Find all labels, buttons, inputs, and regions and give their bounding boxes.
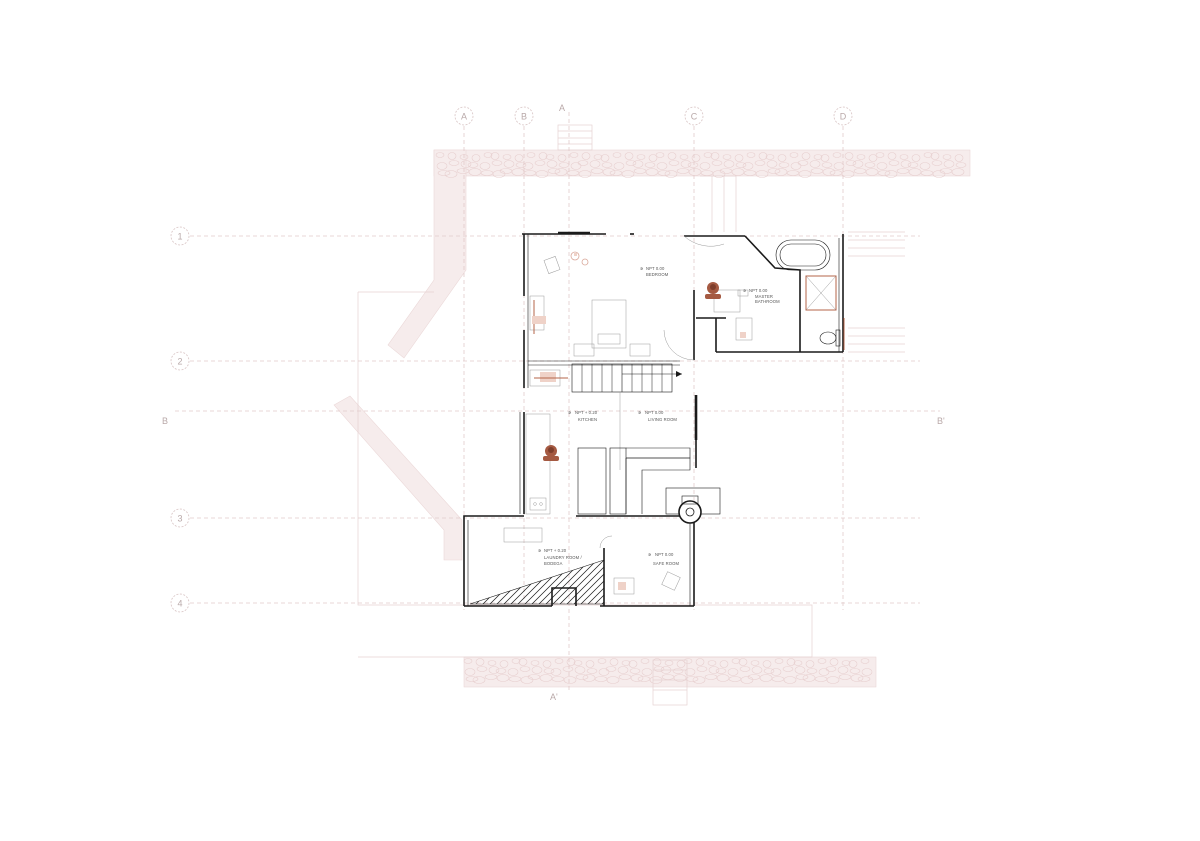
stone-walls: [333, 149, 971, 688]
site-outlines: [357, 124, 905, 706]
grid-bubbles: A B C D 1 2 3 4 A A' B B': [162, 103, 945, 702]
section-mark-a-top: A: [559, 103, 565, 113]
kitchen-counter: [525, 413, 551, 515]
living-level: NPT 0.00: [645, 410, 664, 415]
stove-icon: [678, 500, 702, 524]
living-name: LIVING ROOM: [648, 417, 677, 422]
grid-col-a: A: [461, 112, 467, 122]
grid-col-c: C: [691, 112, 698, 122]
grid-col-b: B: [521, 112, 527, 122]
level-marker-icon: ✲: [640, 266, 644, 271]
bathroom-name-1: MASTER: [755, 294, 773, 299]
level-marker-icon: ✲: [743, 288, 747, 293]
level-marker-icon: ✲: [568, 410, 572, 415]
bedroom-furniture: [529, 235, 749, 549]
grid-col-d: D: [840, 112, 847, 122]
grid-row-1: 1: [177, 232, 182, 242]
level-marker-icon: ✲: [638, 410, 642, 415]
building-walls: [463, 231, 844, 607]
level-marker-icon: ✲: [538, 548, 542, 553]
stairs: [571, 363, 682, 470]
room-kitchen: ✲ NPT + 0.20 KITCHEN: [568, 410, 598, 422]
living-steps: [577, 447, 721, 524]
safe-room-furniture: [503, 527, 681, 595]
room-living-room: ✲ NPT 0.00 LIVING ROOM: [638, 410, 677, 422]
room-bedroom: ✲ NPT 0.00 BEDROOM: [640, 266, 669, 277]
room-laundry: ✲ NPT + 0.20 LAUNDRY ROOM / BODEGA: [538, 548, 583, 566]
bedroom-name: BEDROOM: [646, 272, 669, 277]
laundry-name-1: LAUNDRY ROOM /: [544, 555, 583, 560]
safe-level: NPT 0.00: [655, 552, 674, 557]
laundry-level: NPT + 0.20: [544, 548, 567, 553]
grid-row-3: 3: [177, 514, 182, 524]
kitchen-name: KITCHEN: [578, 417, 597, 422]
grid-row-2: 2: [177, 357, 182, 367]
person-figure-icon: [543, 445, 559, 461]
room-master-bathroom: ✲ NPT 0.00 MASTER BATHROOM: [743, 288, 780, 304]
bedroom-level: NPT 0.00: [646, 266, 665, 271]
safe-name: SAFE ROOM: [653, 561, 679, 566]
level-marker-icon: ✲: [648, 552, 652, 557]
bathroom-fixtures: [735, 239, 845, 350]
section-mark-b-left: B: [162, 416, 168, 426]
hatched-area: [469, 559, 605, 605]
room-safe-room: ✲ NPT 0.00 SAFE ROOM: [648, 552, 679, 566]
grid-row-4: 4: [177, 599, 182, 609]
section-mark-a-bottom: A': [550, 692, 558, 702]
kitchen-level: NPT + 0.20: [575, 410, 598, 415]
bathroom-name-2: BATHROOM: [755, 299, 780, 304]
laundry-name-2: BODEGA: [544, 561, 563, 566]
section-mark-b-right: B': [937, 416, 945, 426]
person-figure-icon: [705, 282, 721, 299]
bathroom-level: NPT 0.00: [749, 288, 768, 293]
